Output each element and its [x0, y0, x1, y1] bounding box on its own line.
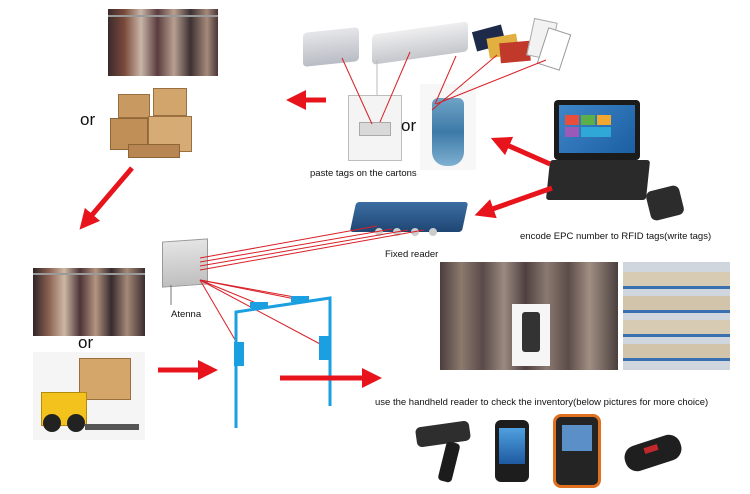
antenna-beams [199, 279, 323, 351]
warehouse-photo-1 [440, 262, 618, 370]
hang-tag-carton [348, 95, 402, 161]
gate-tags [234, 296, 329, 366]
fixed-reader-label: Fixed reader [385, 249, 439, 260]
clothes-rack-photo-bottom [33, 268, 145, 336]
flow-arrows [79, 90, 553, 388]
laptop-image [545, 100, 651, 202]
encode-label: encode EPC number to RFID tags(write tag… [520, 231, 712, 242]
or-label-2: or [401, 116, 417, 135]
or-label-3: or [78, 333, 94, 352]
dress-photo [420, 84, 476, 170]
tag-pointer-lines [341, 51, 547, 125]
or-label-1: or [80, 110, 96, 129]
conveyor-gate [234, 296, 332, 428]
paste-tags-label: paste tags on the cartons [310, 168, 417, 179]
handheld-reader-2 [495, 420, 529, 482]
handheld-reader-3 [553, 414, 601, 488]
reader-cables [199, 225, 425, 271]
forklift-image [33, 352, 145, 440]
handheld-label: use the handheld reader to check the inv… [375, 397, 709, 408]
warehouse-photo-2 [623, 262, 730, 370]
clothes-rack-photo-top [108, 9, 218, 76]
cardboard-boxes-image [108, 86, 193, 159]
antenna-label: Atenna [171, 309, 202, 320]
